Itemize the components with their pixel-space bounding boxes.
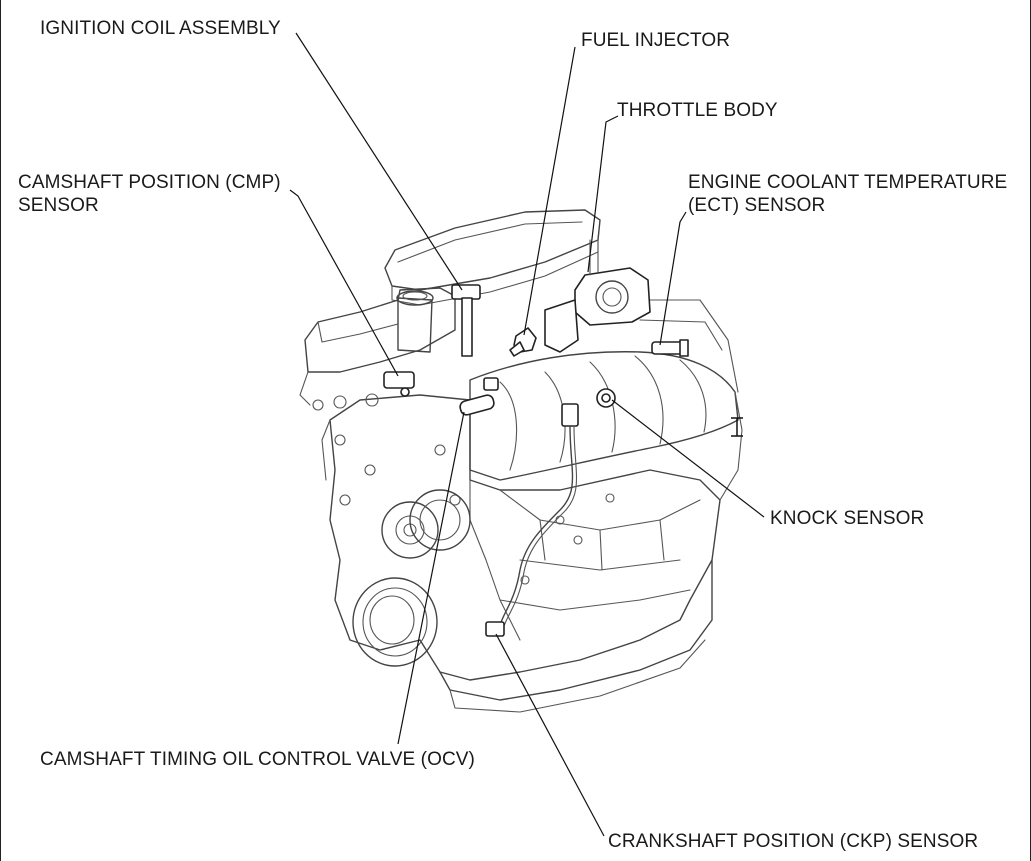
label-fuel-injector: FUEL INJECTOR <box>581 30 731 51</box>
leader-ocv <box>397 411 465 745</box>
leader-throttle-body <box>587 115 619 273</box>
label-ocv: CAMSHAFT TIMING OIL CONTROL VALVE (OCV) <box>40 749 475 770</box>
leader-cmp-sensor <box>289 189 399 377</box>
leader-knock-sensor <box>611 399 765 518</box>
label-cmp-sensor-line1: CAMSHAFT POSITION (CMP) <box>18 172 281 193</box>
fuel-injector-part <box>509 327 537 357</box>
ect-sensor-part <box>651 339 689 357</box>
ocv-part <box>459 377 499 416</box>
leader-ect-sensor <box>659 211 687 346</box>
label-ect-sensor-line1: ENGINE COOLANT TEMPERATURE <box>688 172 1008 193</box>
text-cursor-icon <box>731 417 743 437</box>
ignition-coil-part <box>451 284 481 357</box>
leader-ckp-sensor <box>495 633 605 837</box>
label-ect-sensor-line2: (ECT) SENSOR <box>688 195 826 216</box>
label-cmp-sensor-line2: SENSOR <box>18 195 99 216</box>
label-ignition-coil-assembly: IGNITION COIL ASSEMBLY <box>40 18 281 39</box>
label-throttle-body: THROTTLE BODY <box>617 100 778 121</box>
label-knock-sensor: KNOCK SENSOR <box>770 508 925 529</box>
leader-ignition-coil <box>295 32 463 291</box>
label-ckp-sensor: CRANKSHAFT POSITION (CKP) SENSOR <box>608 831 979 852</box>
cmp-sensor-part <box>383 371 415 397</box>
knock-sensor-part <box>596 388 616 408</box>
engine-illustration <box>299 209 743 713</box>
ckp-sensor-part <box>485 403 579 637</box>
leader-lines <box>289 32 765 837</box>
leader-fuel-injector <box>523 46 576 336</box>
